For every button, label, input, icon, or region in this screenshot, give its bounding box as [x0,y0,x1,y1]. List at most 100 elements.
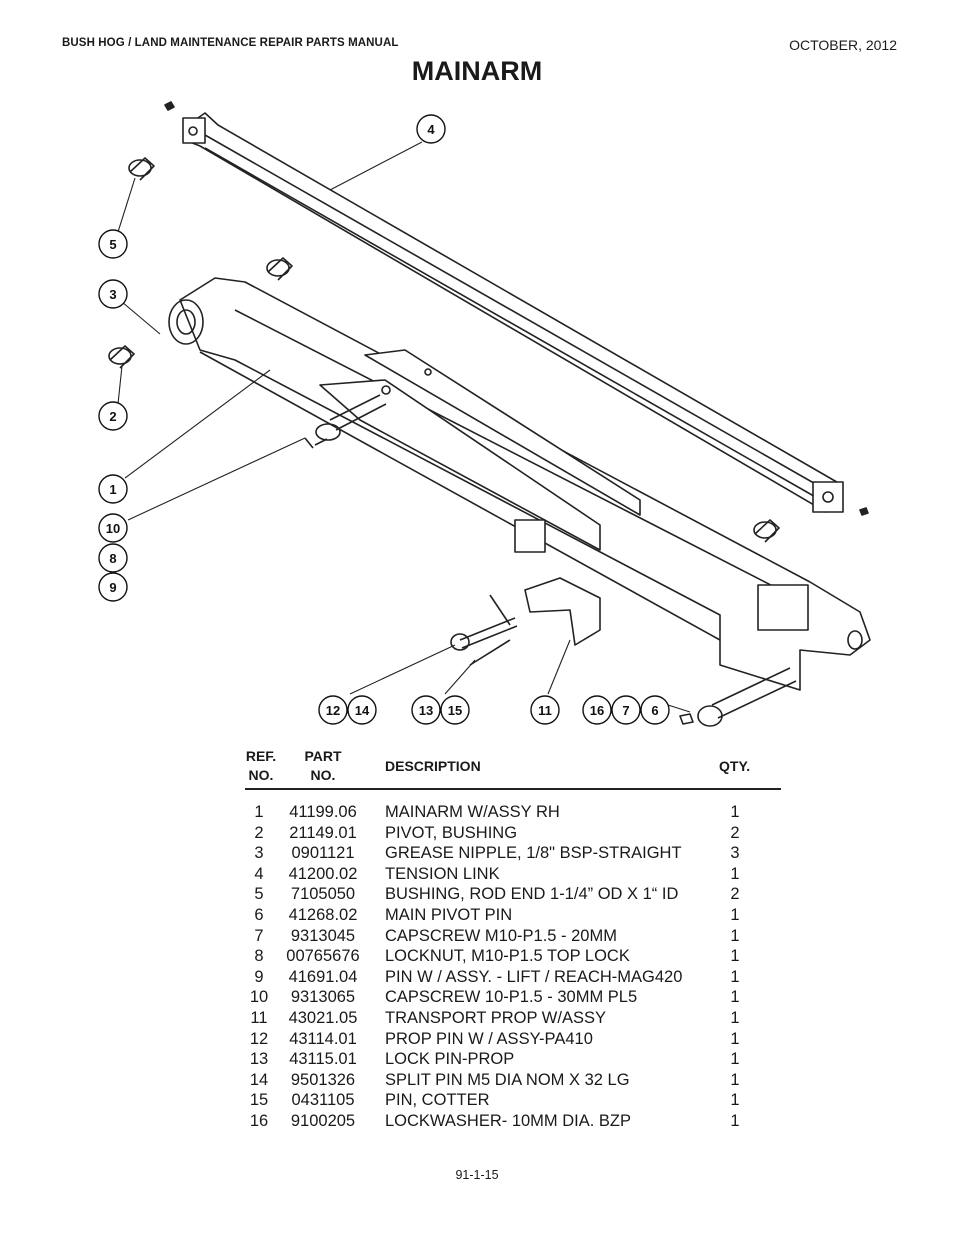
qty-cell: 1 [730,1050,740,1069]
svg-text:12: 12 [326,703,340,718]
svg-text:11: 11 [538,703,552,718]
main-arm-part [168,277,871,691]
qty-cell: 1 [730,988,740,1007]
page-number: 91-1-15 [455,1168,499,1182]
ref-no-cell: 10 [249,988,269,1007]
page-title: MAINARM [411,56,543,86]
description-cell: MAIN PIVOT PIN [385,905,513,924]
callout-13: 13 [411,695,441,725]
part-no-cell: 9501326 [290,1070,356,1089]
qty-cell: 1 [730,1070,740,1089]
main-pivot-pin-part [679,667,797,727]
table-row: 3 0901121 GREASE NIPPLE, 1/8" BSP-STRAIGHT… [245,843,781,864]
part-no-cell: 41199.06 [289,803,357,821]
svg-text:10: 10 [106,521,120,536]
description-cell: BUSHING, ROD END 1-1/4” OD X 1“ ID [385,885,679,904]
ref-no-cell: 13 [249,1050,269,1069]
ref-no-cell: 6 [254,905,264,924]
description-cell: GREASE NIPPLE, 1/8" BSP-STRAIGHT [385,844,682,863]
part-no-cell: 9100205 [290,1111,356,1130]
part-no-cell: 41200.02 [288,864,358,883]
table-row: 9 41691.04 PIN W / ASSY. - LIFT / REACH-MA… [245,967,781,988]
description-cell: PROP PIN W / ASSY-PA410 [385,1029,593,1048]
part-no-cell: 9313045 [290,926,356,945]
description-cell: LOCKWASHER- 10MM DIA. BZP [385,1111,632,1130]
qty-cell: 2 [730,823,740,842]
qty-cell: 2 [730,885,740,904]
part-no-cell: 41691.04 [288,967,358,986]
table-row: 14 9501326 SPLIT PIN M5 DIA NOM X 32 LG 1 [245,1070,781,1091]
ref-no-header: REF. NO. [245,748,277,783]
svg-text:6: 6 [651,703,658,718]
qty-cell: 3 [730,844,740,863]
description-cell: CAPSCREW 10-P1.5 - 30MM PL5 [385,988,638,1007]
manual-title: BUSH HOG / LAND MAINTENANCE REPAIR PARTS… [62,37,399,49]
manual-date: OCTOBER, 2012 [789,37,897,53]
qty-cell: 1 [730,926,740,945]
callout-1: 1 [98,474,128,504]
part-no-cell: 43115.01 [289,1050,357,1069]
ref-no-cell: 11 [250,1008,268,1027]
ref-no-cell: 5 [254,885,264,904]
svg-text:4: 4 [427,122,435,137]
callout-5: 5 [98,229,128,259]
ref-no-cell: 16 [249,1111,269,1130]
svg-text:9: 9 [109,580,116,595]
part-no-header: PART NO. [304,748,342,783]
qty-cell: 1 [730,803,740,821]
parts-table-header: REF. NO. PART NO. DESCRIPTION QTY. [245,746,781,790]
svg-text:7: 7 [622,703,629,718]
callout-2: 2 [98,401,128,431]
ref-no-cell: 14 [249,1070,269,1089]
qty-cell: 1 [730,967,740,986]
description-cell: SPLIT PIN M5 DIA NOM X 32 LG [385,1070,630,1089]
description-cell: LOCKNUT, M10-P1.5 TOP LOCK [385,947,630,966]
transport-prop-part [450,577,601,666]
description-cell: CAPSCREW M10-P1.5 - 20MM [385,926,617,945]
mainarm-exploded-diagram: 4 5 3 2 1 10 8 9 12 14 13 15 11 16 7 6 [98,101,871,727]
lift-pin-part [304,394,387,449]
svg-text:13: 13 [419,703,433,718]
callout-14: 14 [347,695,377,725]
callout-4: 4 [416,114,446,144]
ref-no-cell: 15 [249,1091,269,1110]
ref-no-cell: 9 [254,967,264,986]
part-no-cell: 43114.01 [289,1029,357,1048]
svg-text:14: 14 [355,703,370,718]
part-no-cell: 7105050 [290,885,356,904]
ref-no-cell: 8 [254,947,264,966]
qty-cell: 1 [730,905,740,924]
bushing-parts [108,157,780,543]
part-no-cell: 21149.01 [289,823,357,842]
qty-header: QTY. [719,758,751,774]
part-no-cell: 00765676 [286,947,360,966]
description-cell: TENSION LINK [385,864,500,883]
callout-9: 9 [98,572,128,602]
description-cell: PIN W / ASSY. - LIFT / REACH-MAG420 [385,967,683,986]
part-no-cell: 43021.05 [288,1008,358,1027]
part-no-cell: 0901121 [291,844,355,863]
callouts: 4 5 3 2 1 10 8 9 12 14 13 15 11 16 7 6 [98,114,670,725]
svg-text:3: 3 [109,287,116,302]
callout-16: 16 [582,695,612,725]
svg-text:5: 5 [109,237,116,252]
ref-no-cell: 1 [254,803,264,821]
callout-11: 11 [530,695,560,725]
description-cell: TRANSPORT PROP W/ASSY [385,1008,606,1027]
callout-15: 15 [440,695,470,725]
callout-10: 10 [98,513,128,543]
table-row: 5 7105050 BUSHING, ROD END 1-1/4” OD X 1“ … [245,884,781,905]
svg-text:15: 15 [448,703,462,718]
qty-cell: 1 [730,1029,740,1048]
